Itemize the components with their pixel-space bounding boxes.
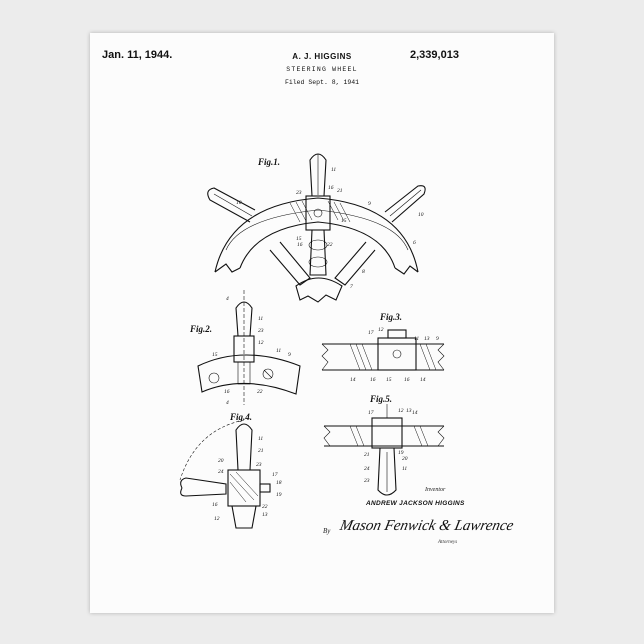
svg-text:9: 9 (368, 201, 371, 207)
svg-text:21: 21 (337, 188, 343, 194)
svg-text:10: 10 (418, 212, 424, 218)
svg-text:6: 6 (413, 240, 416, 246)
svg-text:13: 13 (262, 512, 268, 518)
svg-text:19: 19 (276, 492, 282, 498)
svg-text:24: 24 (218, 468, 224, 475)
svg-text:23: 23 (256, 462, 262, 468)
svg-text:16: 16 (370, 377, 376, 383)
svg-text:15: 15 (341, 218, 347, 224)
svg-text:21: 21 (258, 448, 264, 454)
fig2-label: Fig.2. (189, 324, 212, 334)
svg-text:17: 17 (368, 410, 374, 416)
svg-text:15: 15 (386, 377, 392, 383)
figure-2: Fig.2. 4 11 23 12 11 9 15 16 22 4 (189, 290, 300, 406)
svg-text:14: 14 (420, 376, 426, 383)
fig4-label: Fig.4. (229, 412, 252, 422)
figure-1: Fig.1. 11 23 (208, 154, 425, 302)
fig3-label: Fig.3. (379, 312, 402, 322)
svg-text:13: 13 (424, 336, 430, 342)
figure-5: Fig.5. 1712 1314 2119 2024 2311 (324, 394, 444, 495)
svg-text:22: 22 (327, 242, 333, 248)
svg-text:16: 16 (404, 377, 410, 383)
svg-text:11: 11 (402, 466, 407, 472)
svg-text:22: 22 (262, 504, 268, 510)
svg-text:16: 16 (224, 389, 230, 395)
figure-4: Fig.4. 11 21 20 24 17 23 18 19 22 16 12 13 (180, 412, 282, 528)
svg-text:17: 17 (272, 472, 278, 478)
svg-text:8: 8 (362, 269, 365, 275)
svg-text:15: 15 (212, 352, 218, 358)
svg-text:13: 13 (406, 408, 412, 414)
svg-text:23: 23 (258, 328, 264, 334)
svg-text:18: 18 (276, 480, 282, 486)
fig1-label: Fig.1. (257, 157, 280, 167)
svg-text:7: 7 (350, 284, 353, 290)
svg-text:20: 20 (402, 456, 408, 462)
svg-text:14: 14 (350, 376, 356, 383)
fig5-label: Fig.5. (369, 394, 392, 404)
attorney-signature: Mason Fenwick & Lawrence (338, 518, 515, 535)
svg-text:20: 20 (218, 458, 224, 464)
svg-text:10: 10 (236, 200, 242, 206)
attorneys-label: Attorneys (438, 540, 457, 545)
svg-text:11: 11 (331, 167, 336, 173)
figure-3: Fig.3. 17 12 11 13 9 14 16 15 16 14 (322, 312, 444, 383)
svg-text:12: 12 (398, 408, 404, 414)
svg-text:11: 11 (258, 436, 263, 442)
inventor-label: Inventor (425, 487, 445, 493)
svg-text:16: 16 (328, 185, 334, 191)
svg-text:12: 12 (214, 516, 220, 522)
by-label: By (323, 527, 330, 535)
svg-text:12: 12 (378, 327, 384, 333)
svg-text:11: 11 (276, 348, 281, 354)
svg-text:24: 24 (364, 465, 370, 472)
svg-text:22: 22 (257, 389, 263, 395)
svg-text:9: 9 (288, 352, 291, 358)
svg-text:16: 16 (212, 502, 218, 508)
svg-text:16: 16 (297, 242, 303, 248)
svg-text:21: 21 (364, 452, 370, 458)
svg-text:9: 9 (436, 336, 439, 342)
svg-text:12: 12 (258, 340, 264, 346)
svg-text:14: 14 (412, 409, 418, 416)
svg-text:4: 4 (226, 295, 229, 302)
svg-text:4: 4 (226, 399, 229, 406)
svg-text:23: 23 (296, 190, 302, 196)
svg-text:11: 11 (414, 336, 419, 342)
inventor-name: ANDREW JACKSON HIGGINS (366, 500, 465, 507)
svg-text:23: 23 (364, 478, 370, 484)
svg-text:17: 17 (368, 330, 374, 336)
svg-text:11: 11 (258, 316, 263, 322)
